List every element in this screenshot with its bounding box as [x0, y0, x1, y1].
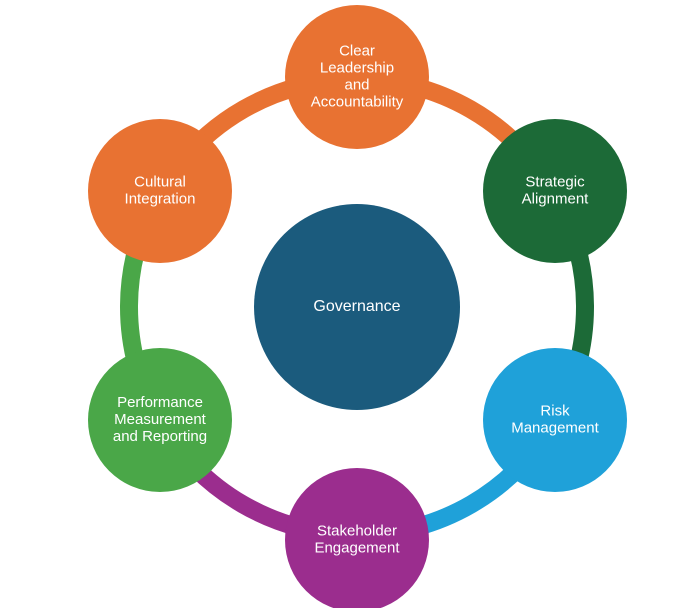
node-circle-strategic-alignment — [483, 119, 627, 263]
outer-nodes: ClearLeadershipandAccountabilityStrategi… — [88, 5, 627, 608]
node-circle-cultural-integration — [88, 119, 232, 263]
node-circle-clear-leadership — [285, 5, 429, 149]
center-label: Governance — [313, 298, 400, 315]
node-label-line: Performance — [117, 394, 203, 411]
node-label-line: Integration — [125, 190, 196, 207]
center-node: Governance — [254, 204, 460, 410]
node-label-line: and Reporting — [113, 428, 207, 445]
center-circle — [254, 204, 460, 410]
node-label-line: Management — [511, 419, 599, 436]
node-label-line: Cultural — [134, 173, 186, 190]
node-label-line: Risk — [540, 402, 570, 419]
node-circle-performance-measurement — [88, 348, 232, 492]
node-label-line: Engagement — [314, 539, 400, 556]
node-label-line: and — [344, 76, 369, 93]
node-label-line: Stakeholder — [317, 522, 397, 539]
node-circle-risk-management — [483, 348, 627, 492]
node-label-line: Accountability — [311, 93, 404, 110]
node-label-line: Alignment — [522, 190, 590, 207]
node-circle-stakeholder-engagement — [285, 468, 429, 608]
node-label-line: Clear — [339, 42, 375, 59]
node-label-line: Measurement — [114, 411, 207, 428]
node-label-line: Strategic — [525, 173, 585, 190]
node-label-line: Leadership — [320, 59, 394, 76]
